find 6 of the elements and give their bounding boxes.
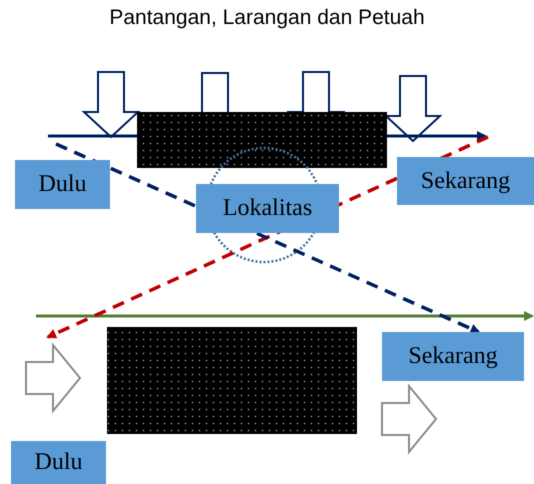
label-box: Dulu — [15, 160, 110, 209]
diagram-title: Pantangan, Larangan dan Petuah — [108, 6, 426, 30]
label-box: Lokalitas — [196, 184, 339, 233]
label-box: Dulu — [11, 441, 106, 484]
label-box: Sekarang — [382, 332, 524, 381]
label-box: Sekarang — [397, 157, 534, 205]
